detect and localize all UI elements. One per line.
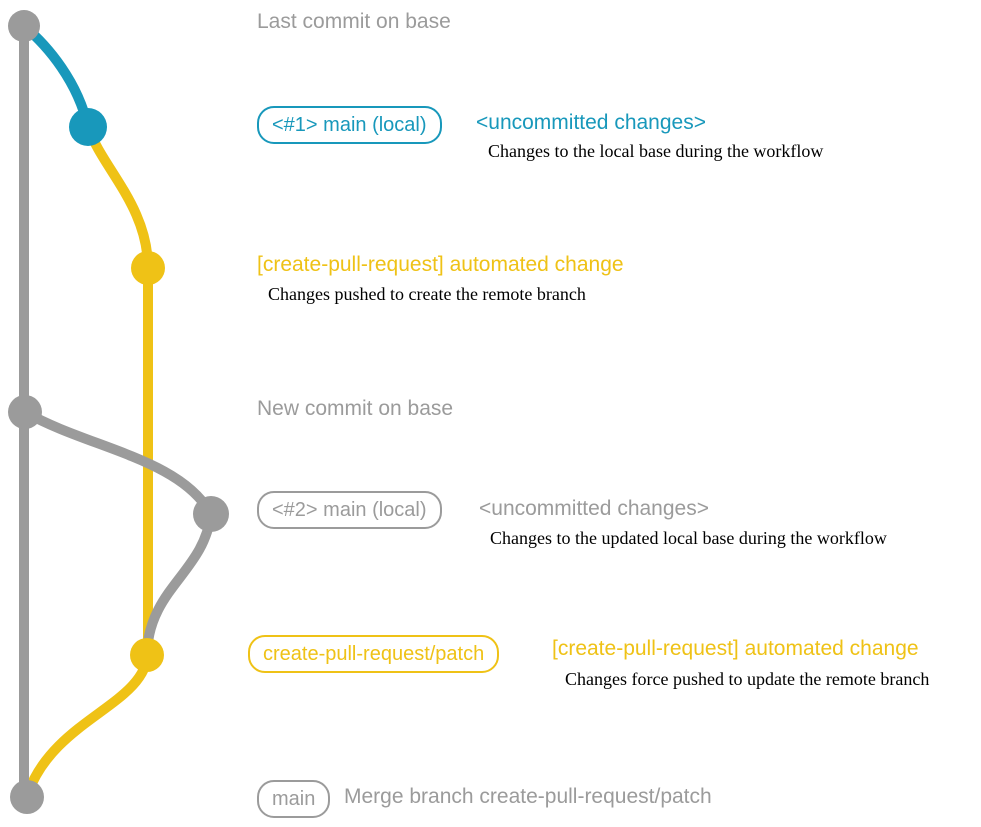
branch-badge-main-local-1: <#1> main (local) — [257, 106, 442, 144]
annotation-uncommitted-changes-2: <uncommitted changes> — [479, 497, 709, 520]
commit-dot-last-commit-on-base — [8, 10, 40, 42]
annotation-automated-change-1-description: Changes pushed to create the remote bran… — [268, 284, 586, 304]
annotation-automated-change-2: [create-pull-request] automated change — [552, 637, 919, 660]
annotation-new-commit-on-base: New commit on base — [257, 397, 454, 420]
commit-dot-uncommitted-changes-1 — [69, 108, 107, 146]
annotation-automated-change-1: [create-pull-request] automated change — [257, 253, 624, 276]
branch-badge-main: main — [257, 780, 331, 818]
annotation-merge-commit: Merge branch create-pull-request/patch — [344, 785, 712, 808]
annotation-uncommitted-changes-2-description: Changes to the updated local base during… — [490, 528, 887, 548]
annotation-last-commit-on-base: Last commit on base — [257, 10, 451, 33]
commit-dot-uncommitted-changes-2 — [193, 496, 229, 532]
annotation-uncommitted-changes-1-description: Changes to the local base during the wor… — [488, 141, 824, 161]
annotation-automated-change-2-description: Changes force pushed to update the remot… — [565, 669, 930, 689]
branch-badge-main-local-2: <#2> main (local) — [257, 491, 442, 529]
branch-local-main-2-line — [20, 407, 217, 657]
commit-dot-automated-change-1 — [131, 251, 165, 285]
commit-dot-merge-commit — [10, 780, 44, 814]
annotation-uncommitted-changes-1: <uncommitted changes> — [476, 111, 706, 134]
branch-badge-create-pull-request-patch: create-pull-request/patch — [248, 635, 500, 673]
commit-dot-new-commit-on-base — [8, 395, 42, 429]
commit-dot-automated-change-2 — [130, 638, 164, 672]
git-graph — [8, 10, 229, 814]
